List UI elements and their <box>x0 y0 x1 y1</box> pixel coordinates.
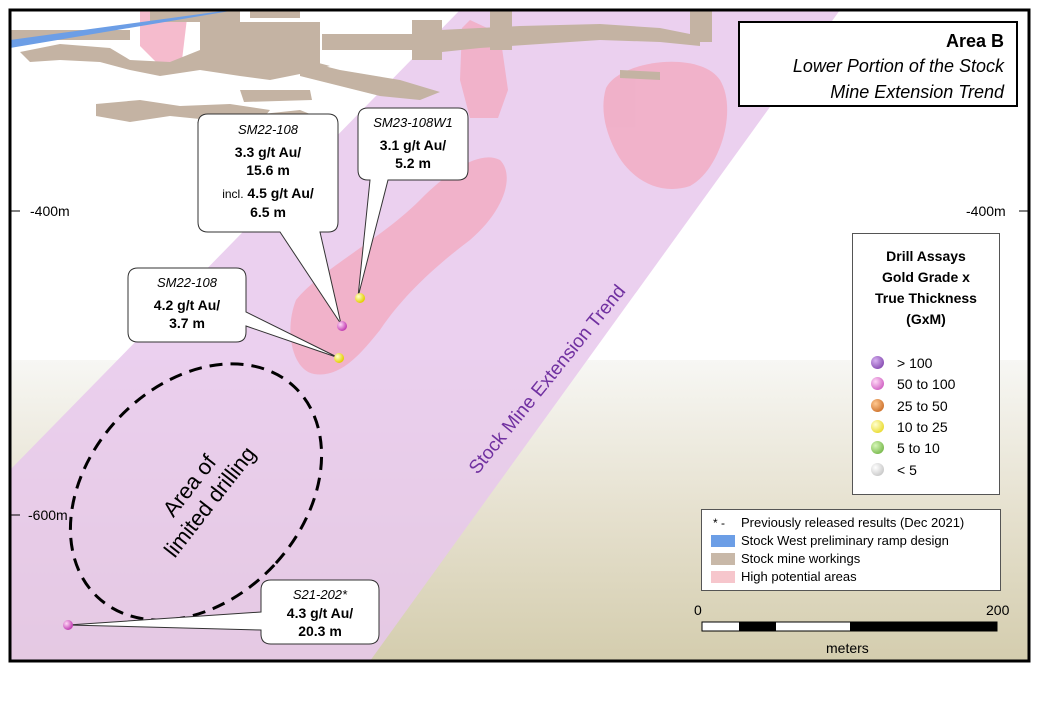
callout-hole-id: S21-202* <box>292 587 348 602</box>
scale-end-label: 200 <box>986 602 1010 618</box>
ramp-swatch <box>711 535 735 547</box>
ramp-design <box>10 10 236 48</box>
depth-label-right-400: -400m <box>966 203 1006 219</box>
callout-hole-id: SM23-108W1 <box>373 115 453 130</box>
area-title: Area B <box>945 31 1004 51</box>
callout-thickness: 20.3 m <box>298 623 342 639</box>
callout-thickness: 15.6 m <box>246 162 290 178</box>
callout-incl-thickness: 6.5 m <box>250 204 286 220</box>
scale-start-label: 0 <box>694 602 702 618</box>
scale-bar-graphic <box>701 621 998 632</box>
map-key-legend: * - Previously released results (Dec 202… <box>701 509 1001 591</box>
legend-title-line: (GxM) <box>906 311 946 327</box>
callout-sm23-108w1: SM23-108W1 3.1 g/t Au/ 5.2 m <box>358 115 468 172</box>
map-title-box: Area B Lower Portion of the Stock Mine E… <box>738 21 1018 107</box>
scale-bar: 0 200 meters <box>694 602 1024 662</box>
subtitle-line1: Lower Portion of the Stock <box>792 56 1004 76</box>
legend-dot-white <box>871 463 884 476</box>
limited-drilling-outline <box>68 362 324 622</box>
callout-grade: 4.3 g/t Au/ <box>286 605 354 621</box>
legend-label: < 5 <box>897 462 917 478</box>
callout-hole-id: SM22-108 <box>238 122 298 137</box>
scale-unit-label: meters <box>826 640 869 656</box>
depth-label-left-400: -400m <box>30 203 70 219</box>
drill-assays-legend: Drill Assays Gold Grade x True Thickness… <box>852 233 1000 495</box>
callout-thickness: 5.2 m <box>395 155 431 171</box>
callout-grade: 4.2 g/t Au/ <box>153 297 221 313</box>
legend-dot-yellow <box>871 420 884 433</box>
callout-s21-202: S21-202* 4.3 g/t Au/ 20.3 m <box>261 587 379 640</box>
callout-sm22-108-upper: SM22-108 3.3 g/t Au/ 15.6 m incl. 4.5 g/… <box>198 122 338 221</box>
depth-label-left-600: -600m <box>28 507 68 523</box>
high-potential-swatch <box>711 571 735 583</box>
legend-title-line: Drill Assays <box>886 248 966 264</box>
callout-incl-grade: incl. 4.5 g/t Au/ <box>198 184 338 203</box>
drill-sample-s21-202 <box>63 620 73 630</box>
mine-workings <box>10 10 712 128</box>
legend-dot-purple <box>871 356 884 369</box>
legend-label: 10 to 25 <box>897 419 948 435</box>
callout-sm22-108-lower: SM22-108 4.2 g/t Au/ 3.7 m <box>128 275 246 332</box>
legend-dot-green <box>871 441 884 454</box>
subtitle-line2: Mine Extension Trend <box>830 82 1004 102</box>
callout-thickness: 3.7 m <box>169 315 205 331</box>
drill-sample-sm22-108-upper <box>337 321 347 331</box>
high-potential-areas <box>140 10 728 375</box>
legend-label: 5 to 10 <box>897 440 940 456</box>
key-label: Stock mine workings <box>741 551 861 566</box>
incl-prefix: incl. <box>222 187 244 201</box>
legend-title-line: True Thickness <box>875 290 977 306</box>
key-label: Stock West preliminary ramp design <box>741 533 949 548</box>
key-label: Previously released results (Dec 2021) <box>741 515 965 530</box>
legend-label: 25 to 50 <box>897 398 948 414</box>
drill-sample-sm22-108-lower <box>334 353 344 363</box>
drill-sample-sm23-108w1 <box>355 293 365 303</box>
workings-swatch <box>711 553 735 565</box>
key-label: High potential areas <box>741 569 857 584</box>
callout-grade: 3.3 g/t Au/ <box>234 144 302 160</box>
legend-dot-orange <box>871 399 884 412</box>
asterisk-symbol: * - <box>713 516 725 530</box>
incl-grade-value: 4.5 g/t Au/ <box>247 185 314 201</box>
legend-title-line: Gold Grade x <box>882 269 970 285</box>
map-frame <box>8 8 1031 663</box>
legend-header: Drill Assays Gold Grade x True Thickness… <box>853 246 999 330</box>
legend-label: > 100 <box>897 355 933 371</box>
callout-grade: 3.1 g/t Au/ <box>379 137 447 153</box>
callout-shapes <box>67 107 469 645</box>
callout-hole-id: SM22-108 <box>157 275 217 290</box>
legend-label: 50 to 100 <box>897 376 956 392</box>
legend-dot-magenta <box>871 377 884 390</box>
